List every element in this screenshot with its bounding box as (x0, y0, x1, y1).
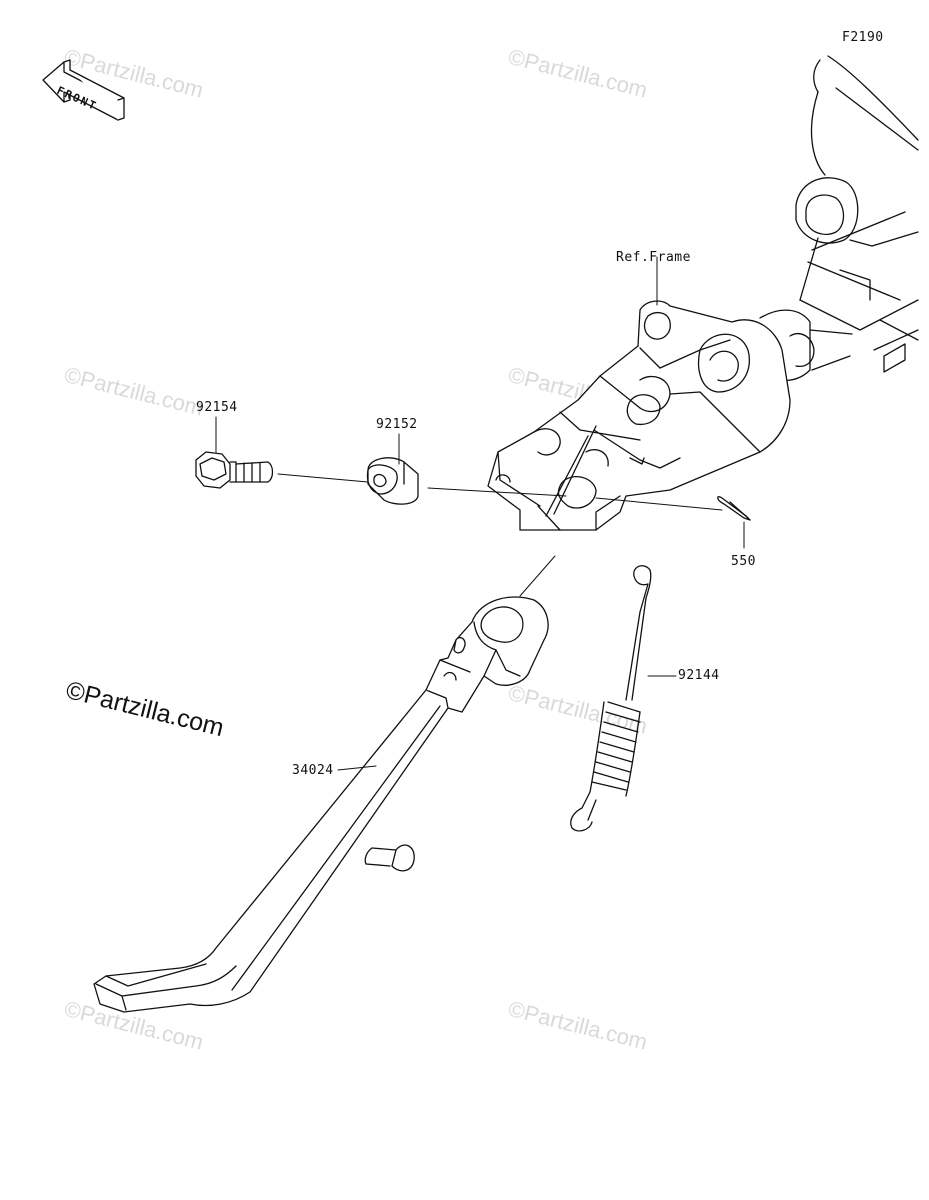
spring-92144 (570, 565, 652, 832)
collar-92152 (366, 457, 419, 505)
figure-code: F2190 (842, 30, 884, 45)
label-92152: 92152 (376, 417, 418, 432)
bolt-92154 (195, 451, 274, 489)
label-92144: 92144 (678, 668, 720, 683)
label-92154: 92154 (196, 400, 238, 415)
cotter-pin-550 (717, 496, 751, 521)
frame-bracket (487, 300, 791, 531)
label-ref-frame: Ref.Frame (616, 250, 691, 265)
engine-frame-ref (759, 55, 919, 381)
leader-lines (215, 256, 745, 771)
label-550: 550 (731, 554, 756, 569)
front-arrow-icon (42, 59, 125, 121)
label-34024: 34024 (292, 763, 334, 778)
side-stand-34024 (93, 596, 549, 1013)
